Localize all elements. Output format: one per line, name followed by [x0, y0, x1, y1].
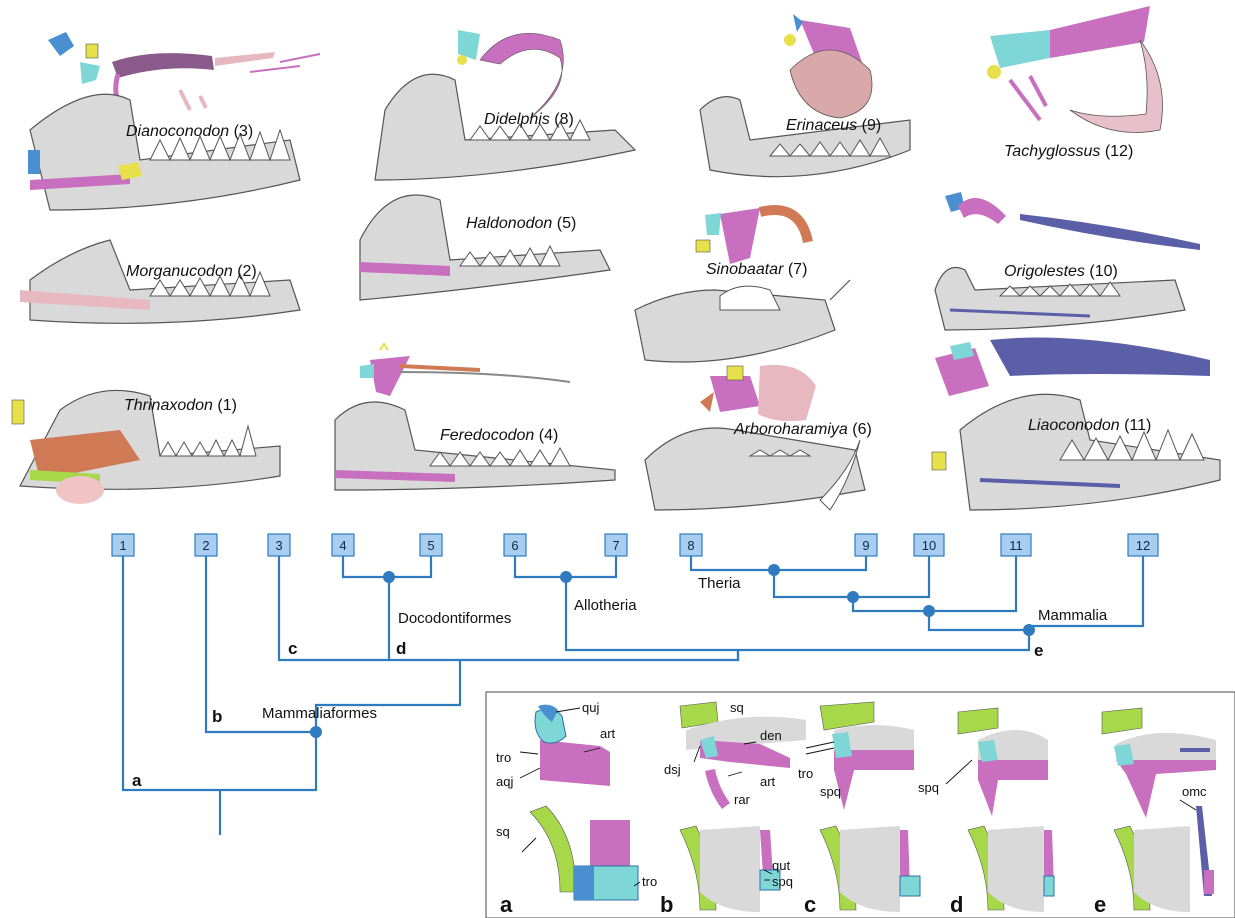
ossicles-arboroharamiya — [700, 365, 816, 421]
inset-panel-d: d — [950, 892, 963, 917]
label-didelphis: Didelphis (8) — [484, 111, 574, 128]
inset-label-omc: omc — [1182, 784, 1207, 799]
inset-label-tro-bottom: tro — [642, 874, 657, 889]
jaw-feredocodon — [335, 402, 615, 490]
svg-text:6: 6 — [511, 538, 518, 553]
tip-3: 3 — [268, 534, 290, 556]
inset-panel-b: b — [660, 892, 673, 917]
jaw-morganucodon — [20, 240, 300, 323]
inset-panel-a: a — [500, 892, 513, 917]
inset-label-sq-b: sq — [730, 700, 744, 715]
node-c: c — [288, 639, 297, 658]
label-tachyglossus: Tachyglossus (12) — [1004, 143, 1133, 160]
inset-label-tro-a: tro — [496, 750, 511, 765]
clade-mammaliaformes: Mammaliaformes — [262, 705, 377, 722]
node-a: a — [132, 771, 142, 790]
svg-text:7: 7 — [612, 538, 619, 553]
label-dianoconodon: Dianoconodon (3) — [126, 123, 253, 140]
inset-label-dsj: dsj — [664, 762, 681, 777]
svg-text:1: 1 — [119, 538, 126, 553]
label-origolestes: Origolestes (10) — [1004, 263, 1118, 280]
inset-label-den: den — [760, 728, 782, 743]
tip-2: 2 — [195, 534, 217, 556]
inset-label-spq-c: spq — [820, 784, 841, 799]
inset-panel-e: e — [1094, 892, 1106, 917]
ossicles-liaoconodon — [935, 338, 1210, 397]
label-feredocodon: Feredocodon (4) — [440, 427, 558, 444]
tip-7: 7 — [605, 534, 627, 556]
inset-label-aqj: aqj — [496, 774, 513, 789]
inset-label-rar: rar — [734, 792, 751, 807]
clade-allotheria: Allotheria — [574, 597, 637, 614]
jaw-haldonodon — [360, 195, 610, 300]
node-b: b — [212, 707, 222, 726]
tip-11: 11 — [1001, 534, 1031, 556]
inset-label-sq-a: sq — [496, 824, 510, 839]
label-morganucodon: Morganucodon (2) — [126, 263, 257, 280]
svg-text:3: 3 — [275, 538, 282, 553]
node-d: d — [396, 639, 406, 658]
inset-label-quj: quj — [582, 700, 599, 715]
svg-text:11: 11 — [1009, 538, 1023, 553]
label-liaoconodon: Liaoconodon (11) — [1028, 417, 1151, 434]
label-thrinaxodon: Thrinaxodon (1) — [124, 397, 237, 414]
tip-6: 6 — [504, 534, 526, 556]
jaw-liaoconodon — [932, 394, 1220, 510]
svg-text:4: 4 — [339, 538, 346, 553]
ossicles-feredocodon — [360, 344, 570, 396]
inset-label-spq-d: spq — [918, 780, 939, 795]
svg-text:2: 2 — [202, 538, 209, 553]
inset-label-tro-c: tro — [798, 766, 813, 781]
jaw-arboroharamiya — [645, 428, 865, 510]
inset-label-art-b: art — [760, 774, 776, 789]
tip-12: 12 — [1128, 534, 1158, 556]
svg-text:10: 10 — [922, 538, 936, 553]
tip-boxes: 1 2 3 4 5 6 7 8 9 10 11 12 — [112, 534, 1158, 556]
label-haldonodon: Haldonodon (5) — [466, 215, 576, 232]
jaw-sinobaatar — [635, 280, 850, 362]
clade-docodontiformes: Docodontiformes — [398, 610, 511, 627]
svg-text:5: 5 — [427, 538, 434, 553]
svg-text:9: 9 — [862, 538, 869, 553]
node-e: e — [1034, 641, 1043, 660]
tip-10: 10 — [914, 534, 944, 556]
inset-panel: quj tro aqj art sq dsj den art rar tro s… — [486, 692, 1235, 918]
ossicles-tachyglossus — [987, 6, 1163, 133]
tip-9: 9 — [855, 534, 877, 556]
svg-text:12: 12 — [1136, 538, 1150, 553]
tip-1: 1 — [112, 534, 134, 556]
tip-5: 5 — [420, 534, 442, 556]
clade-theria: Theria — [698, 575, 741, 592]
label-sinobaatar: Sinobaatar (7) — [706, 261, 807, 278]
clade-mammalia: Mammalia — [1038, 607, 1108, 624]
tip-4: 4 — [332, 534, 354, 556]
inset-label-qut: qut — [772, 858, 790, 873]
ossicles-erinaceus — [784, 14, 872, 118]
tip-8: 8 — [680, 534, 702, 556]
ossicles-sinobaatar — [696, 208, 808, 264]
ossicles-origolestes — [945, 192, 1200, 250]
svg-text:8: 8 — [687, 538, 694, 553]
ossicles-didelphis — [457, 30, 563, 118]
jaw-dianoconodon — [28, 94, 300, 210]
label-arboroharamiya: Arboroharamiya (6) — [733, 421, 872, 438]
jaw-erinaceus — [700, 97, 910, 177]
label-erinaceus: Erinaceus (9) — [786, 117, 881, 134]
inset-label-art-a: art — [600, 726, 616, 741]
inset-label-spq-b: spq — [772, 874, 793, 889]
inset-panel-c: c — [804, 892, 816, 917]
